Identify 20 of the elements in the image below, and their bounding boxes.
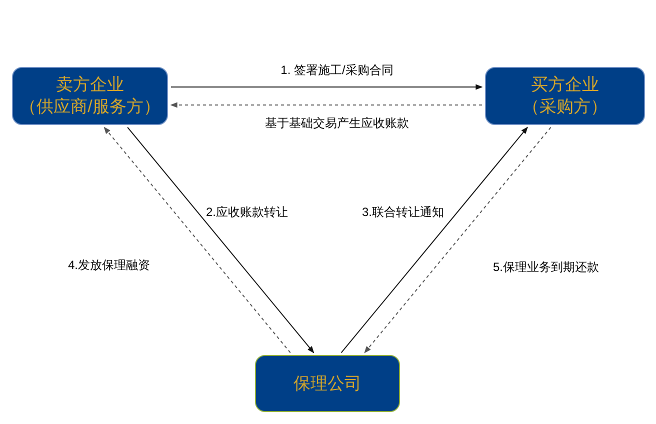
entity-name: 保理公司 [294,372,362,394]
arrow [170,84,483,90]
entity-name: 买方企业 [531,74,599,96]
arrow [170,102,482,108]
edge-label: 5.保理业务到期还款 [493,259,600,275]
arrow [127,126,314,354]
entity-name: 卖方企业 [56,74,124,96]
edge-label: 1. 签署施工/采购合同 [280,62,394,78]
entity-name: （采购方） [522,96,608,118]
edge-label: 4.发放保理融资 [68,257,150,273]
arrow [364,126,552,354]
entity-box [12,67,168,125]
arrow [104,126,291,354]
entity-box [485,67,645,125]
arrow [340,126,528,354]
entity-name: （供应商/服务方） [20,96,160,118]
entity-box [255,355,400,412]
edge-label: 基于基础交易产生应收账款 [265,115,409,131]
edge-label: 2.应收账款转让 [206,204,288,220]
edge-label: 3.联合转让通知 [362,204,444,220]
